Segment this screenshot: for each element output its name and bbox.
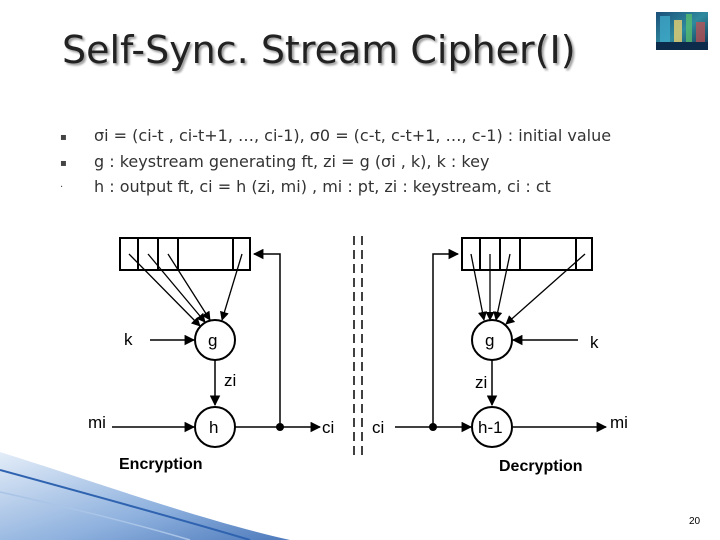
encryption-c-label: ci: [322, 418, 334, 437]
encryption-shift-register: [119, 237, 251, 271]
bullet-marker-icon: ▪: [60, 132, 67, 143]
channel-divider: [353, 236, 363, 455]
encryption-key-label: k: [124, 330, 133, 349]
decryption-hinv-label: h-1: [478, 418, 503, 437]
decryption-taps: [470, 253, 586, 325]
decryption-key-label: k: [590, 333, 599, 352]
encryption-h-label: h: [209, 418, 218, 437]
page-number: 20: [689, 516, 701, 527]
logo-image-icon: [656, 12, 708, 50]
encryption-feedback-line: [252, 248, 281, 427]
decryption-caption: Decryption: [499, 458, 583, 475]
encryption-caption: Encryption: [119, 456, 203, 473]
decryption-g-label: g: [485, 331, 494, 350]
bullet-text: g : keystream generating ft, zi = g (σi …: [94, 152, 490, 171]
decryption-shift-register: [461, 237, 593, 271]
encryption-taps: [128, 253, 243, 327]
decryption-m-label: mi: [610, 413, 628, 432]
decryption-feedback-line: [432, 248, 460, 427]
bullet-text: h : output ft, ci = h (zi, mi) , mi : pt…: [94, 177, 551, 196]
bullet-text: σi = (ci-t , ci-t+1, …, ci-1), σ0 = (c-t…: [94, 126, 612, 145]
bullet-marker-icon: .: [60, 179, 64, 190]
bullet-marker-icon: ▪: [60, 158, 67, 169]
slide-title: Self-Sync. Stream Cipher(I): [62, 28, 576, 72]
decryption-z-label: zi: [475, 373, 487, 392]
encryption-g-label: g: [208, 331, 217, 350]
encryption-z-label: zi: [224, 371, 236, 390]
decryption-c-label: ci: [372, 418, 384, 437]
encryption-m-label: mi: [88, 413, 106, 432]
